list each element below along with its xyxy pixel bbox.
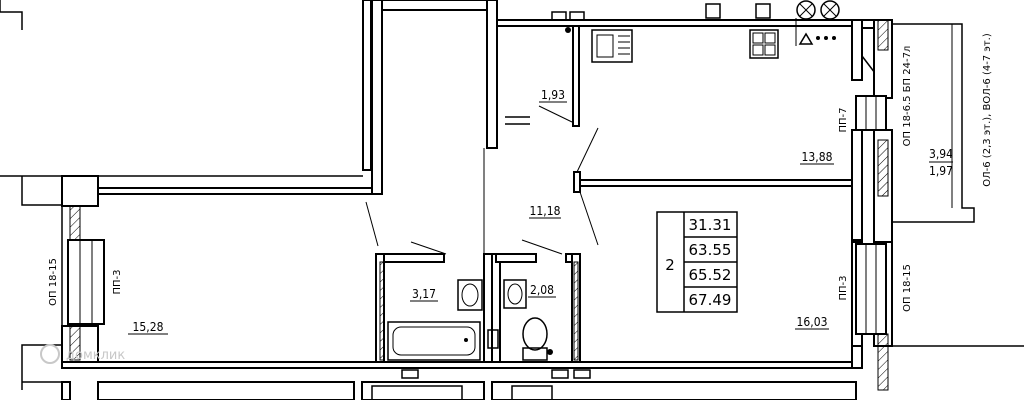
summary-total-area: 63.55 bbox=[689, 241, 732, 259]
door-bedroom-left bbox=[365, 201, 379, 247]
room-labels: 15,28 3,17 2,08 1,93 11,18 13,88 16,03 3… bbox=[128, 88, 953, 335]
tag-right-partition-top: ПП-7 bbox=[838, 107, 849, 132]
wall-left-top bbox=[61, 175, 99, 207]
window-left bbox=[67, 239, 105, 325]
balcony-area-bottom: 1,97 bbox=[929, 164, 953, 178]
tag-right-window-bottom: ОП 18-15 bbox=[902, 264, 913, 312]
door-bedroom-right bbox=[579, 191, 599, 246]
summary-area-with-balcony: 67.49 bbox=[689, 291, 732, 309]
room-area-kitchen: 13,88 bbox=[802, 150, 833, 164]
window-right bbox=[855, 243, 887, 335]
tag-balcony-door: ОП 18-6.5 БП 24-7л bbox=[902, 46, 913, 147]
door-bath bbox=[410, 241, 447, 255]
watermark-text: домклик bbox=[66, 348, 125, 363]
summary-living-area: 31.31 bbox=[689, 216, 732, 234]
tag-balcony-right: ОЛ-6 (2,3 эт.), ВОЛ-6 (4-7 эт.) bbox=[982, 33, 993, 187]
room-area-bedroom-left: 15,28 bbox=[133, 320, 164, 334]
balcony-area-top: 3,94 bbox=[929, 147, 953, 161]
room-area-bath: 3,17 bbox=[412, 287, 436, 301]
toilet-icon bbox=[522, 317, 548, 361]
room-area-hall: 11,18 bbox=[530, 204, 561, 218]
room-area-bedroom-right: 16,03 bbox=[797, 315, 828, 329]
stove-icon bbox=[749, 29, 779, 59]
neighbor-wall bbox=[0, 0, 23, 30]
gas-meter-icon bbox=[795, 0, 840, 46]
room-area-wc: 2,08 bbox=[530, 283, 554, 297]
wall-top-left-vertical bbox=[362, 0, 372, 171]
wall-tags: ОП 18-15 ПП-3 ПП-7 ПП-3 ОП 18-15 ОП 18-6… bbox=[48, 33, 993, 312]
kitchen-sink-icon bbox=[591, 29, 633, 63]
fixtures bbox=[371, 0, 840, 400]
doors bbox=[365, 105, 599, 255]
wall-kitchen-bottom bbox=[573, 179, 853, 187]
tag-left-window: ОП 18-15 bbox=[48, 258, 59, 306]
tag-left-partition: ПП-3 bbox=[112, 269, 123, 294]
wall-bedroom-top bbox=[97, 187, 381, 195]
bath-sink-icon bbox=[457, 279, 483, 311]
balcony-door bbox=[855, 95, 887, 131]
windows bbox=[67, 95, 887, 335]
watermark: домклик bbox=[40, 344, 125, 364]
room-area-closet: 1,93 bbox=[541, 88, 565, 102]
summary-area-with-balcony-reduced: 65.52 bbox=[689, 266, 732, 284]
door-closet bbox=[538, 105, 573, 123]
wall-bottom bbox=[61, 361, 858, 369]
rooms-count: 2 bbox=[665, 256, 675, 274]
bathtub-icon bbox=[387, 321, 481, 361]
watermark-logo-icon bbox=[40, 344, 60, 364]
area-summary-box: 2 31.31 63.55 65.52 67.49 bbox=[656, 211, 738, 313]
tag-right-partition-bottom: ПП-3 bbox=[838, 275, 849, 300]
wc-sink-icon bbox=[503, 279, 527, 309]
wall-kitchen-top bbox=[496, 19, 858, 27]
door-kitchen bbox=[576, 127, 599, 173]
door-wc bbox=[521, 239, 563, 255]
